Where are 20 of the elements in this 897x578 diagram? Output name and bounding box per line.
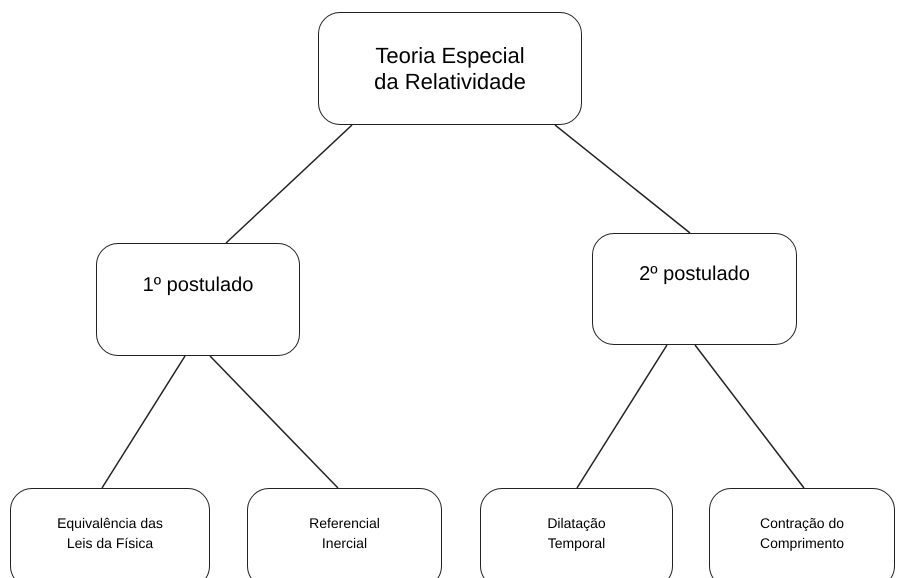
node-label: Referencial Inercial	[308, 514, 381, 553]
rounded-box	[10, 488, 210, 578]
rounded-box	[480, 488, 673, 578]
node-label: Contração do Comprimento	[758, 514, 846, 553]
node-label: Teoria Especial da Relatividade	[373, 42, 527, 94]
node-label: Equivalência das Leis da Física	[56, 514, 164, 553]
connector-line	[101, 356, 186, 488]
rounded-box	[247, 488, 442, 578]
node-label: 2º postulado	[638, 262, 751, 286]
rounded-box	[318, 12, 582, 125]
connector-line	[554, 124, 690, 234]
rounded-box	[592, 233, 797, 345]
rounded-box	[96, 243, 300, 356]
connector-line	[209, 355, 339, 489]
node-label: Dilatação Temporal	[546, 514, 607, 553]
node-label: 1º postulado	[142, 272, 254, 296]
rounded-box	[709, 488, 895, 578]
connector-line	[694, 344, 805, 488]
connector-line	[576, 344, 668, 488]
connector-line	[225, 124, 353, 244]
